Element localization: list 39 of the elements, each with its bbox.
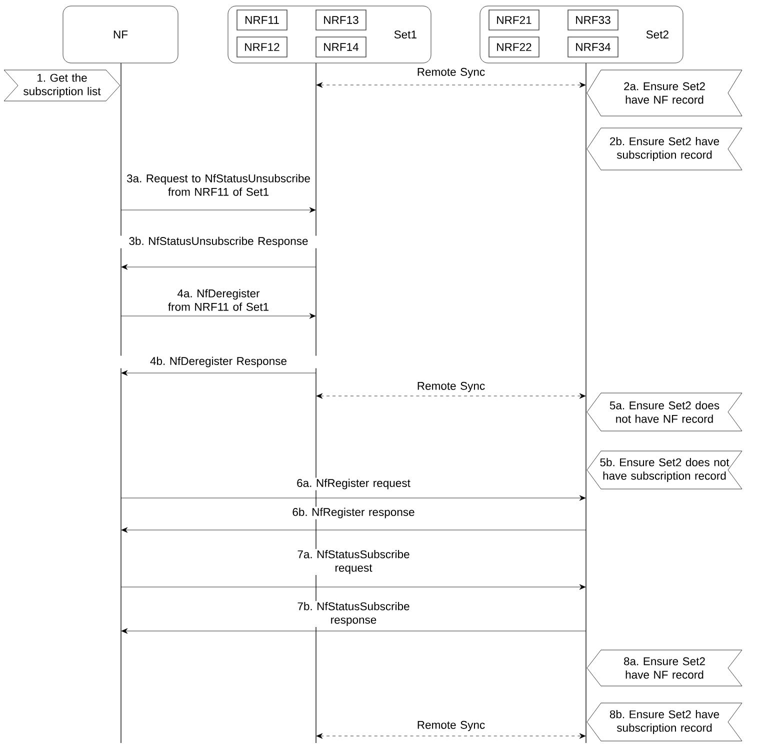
lifeline (120, 63, 122, 743)
message-arrow (316, 393, 586, 399)
note-flag: 2a. Ensure Set2 have NF record (586, 70, 742, 116)
note-flag: 8a. Ensure Set2 have NF record (586, 650, 742, 686)
edge-label: Remote Sync (418, 68, 485, 78)
message-arrow (120, 313, 316, 319)
message-arrow (121, 370, 316, 376)
edge-label: 3a. Request to NfStatusUnsubscribe from NRF11 of Set1 (126, 174, 310, 196)
edge-label: Remote Sync (418, 720, 485, 732)
edge-label: 7b. NfStatusSubscribe response (298, 602, 410, 626)
edge-label: 7a. NfStatusSubscribe request (298, 550, 410, 574)
nrf-box: NRF14 (316, 36, 366, 58)
message-arrow (121, 527, 586, 533)
edge-label: Remote Sync (418, 382, 485, 392)
edge-label: 3b. NfStatusUnsubscribe Response (129, 236, 308, 248)
message-arrow (120, 207, 316, 213)
edge-label: 6a. NfRegister request (297, 478, 410, 490)
message-arrow (120, 495, 586, 501)
message-arrow (120, 584, 586, 590)
edge-label: 4a. NfDeregister from NRF11 of Set1 (168, 289, 268, 311)
message-arrow (316, 82, 586, 88)
nrf-box: NRF34 (568, 36, 618, 58)
nrf-box: NRF13 (316, 10, 366, 30)
note-flag: 5b. Ensure Set2 does not have subscription record (586, 450, 742, 490)
nrf-box: NRF12 (236, 36, 288, 58)
edge-label: 4b. NfDeregister Response (150, 356, 286, 368)
nrf-box: NRF21 (488, 10, 540, 30)
message-arrow (316, 733, 586, 739)
note-flag: 8b. Ensure Set2 have subscription record (586, 702, 742, 742)
participant-box: NF (62, 6, 178, 64)
nrf-box: NRF22 (488, 36, 540, 58)
message-arrow (121, 264, 316, 270)
nrf-box: NRF33 (568, 10, 618, 30)
note-flag: 1. Get the subscription list (4, 70, 120, 102)
note-flag: 5a. Ensure Set2 does not have NF record (586, 392, 742, 432)
edge-label: 6b. NfRegister response (292, 508, 414, 518)
nrf-box: NRF11 (236, 10, 288, 30)
message-arrow (121, 628, 586, 634)
note-flag: 2b. Ensure Set2 have subscription record (586, 128, 742, 170)
